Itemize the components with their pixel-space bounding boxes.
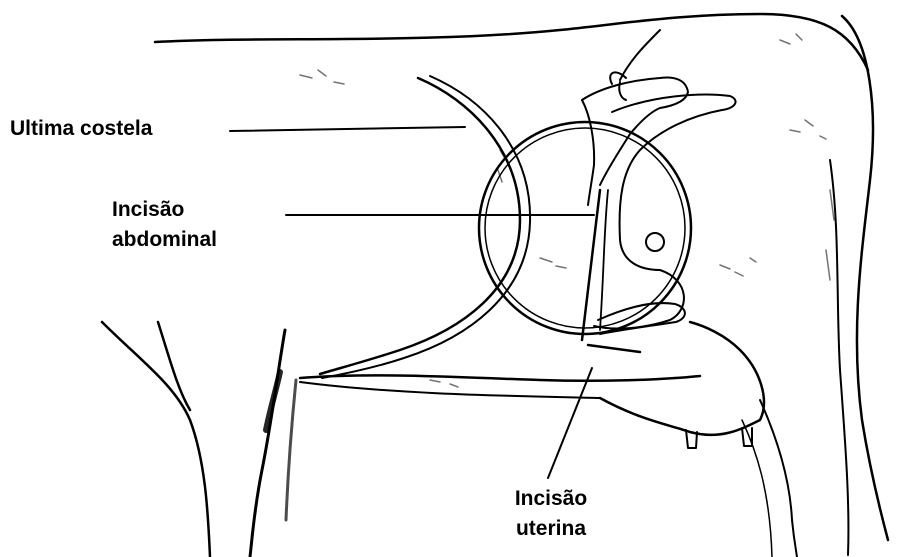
incision-window-inner: [485, 128, 685, 328]
cow-tail-tip: [619, 82, 626, 100]
shading-specks: [300, 34, 834, 387]
label-abdominal-incision-line1: Incisão: [112, 195, 217, 225]
cow-front-leg-back: [158, 322, 190, 410]
leader-last-rib: [230, 127, 465, 131]
cow-rear-leg-outline: [830, 160, 848, 555]
label-uterine-incision: Incisão uterina: [496, 484, 606, 544]
label-uterine-incision-line2: uterina: [496, 514, 606, 544]
fetal-hoof: [646, 233, 664, 251]
uterine-incision-mark: [588, 345, 640, 352]
leader-uterine-incision: [548, 368, 592, 478]
abdominal-incision-mark: [582, 190, 600, 340]
label-abdominal-incision: Incisão abdominal: [112, 195, 217, 255]
cow-hip-outline: [842, 16, 888, 540]
cow-front-leg-rear-edge: [250, 330, 285, 557]
cow-hind-leg-front: [760, 400, 797, 557]
uterus-outline: [594, 95, 736, 329]
cow-back-outline: [155, 14, 868, 70]
last-rib: [320, 78, 520, 374]
cow-front-leg-shadow-2: [286, 380, 296, 520]
label-abdominal-incision-line2: abdominal: [112, 225, 217, 255]
calf-neck: [582, 100, 594, 205]
last-rib-inner: [322, 76, 530, 378]
label-last-rib: Ultima costela: [10, 114, 152, 144]
cow-tail: [620, 30, 660, 80]
uterus-inner: [600, 190, 608, 330]
label-uterine-incision-line1: Incisão: [496, 484, 606, 514]
cow-front-leg-outline: [102, 322, 210, 557]
cow-front-leg-shadow: [266, 372, 280, 430]
cow-belly-outline: [300, 375, 700, 380]
cow-hind-leg-inner: [742, 420, 772, 557]
